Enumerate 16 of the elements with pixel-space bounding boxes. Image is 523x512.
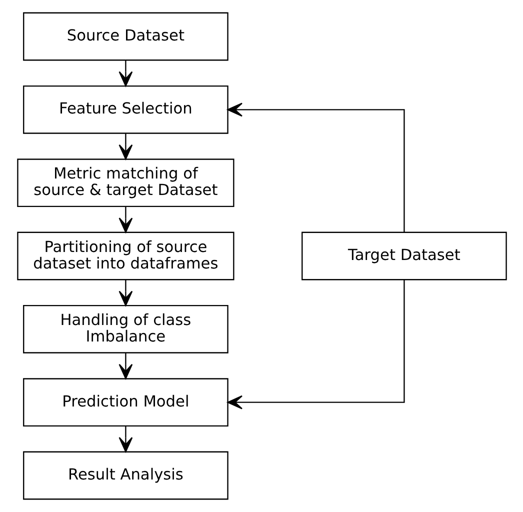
node-box: Feature Selection [22, 85, 228, 134]
arrow [118, 134, 132, 160]
node-box: Prediction Model [22, 378, 228, 427]
node-box: Metric matching of source & target Dataset [16, 158, 234, 208]
node-box: Source Dataset [22, 12, 228, 61]
arrow [226, 102, 404, 232]
arrow [118, 206, 132, 233]
node-box: Handling of class Imbalance [22, 304, 228, 354]
node-box: Partitioning of source dataset into dataframes [16, 232, 234, 280]
arrow [226, 280, 404, 410]
node-box: Result Analysis [22, 451, 228, 500]
node-box: Target Dataset [301, 232, 506, 280]
arrow [118, 60, 132, 86]
arrow [118, 280, 132, 306]
arrow [118, 426, 132, 452]
arrow [118, 353, 132, 380]
